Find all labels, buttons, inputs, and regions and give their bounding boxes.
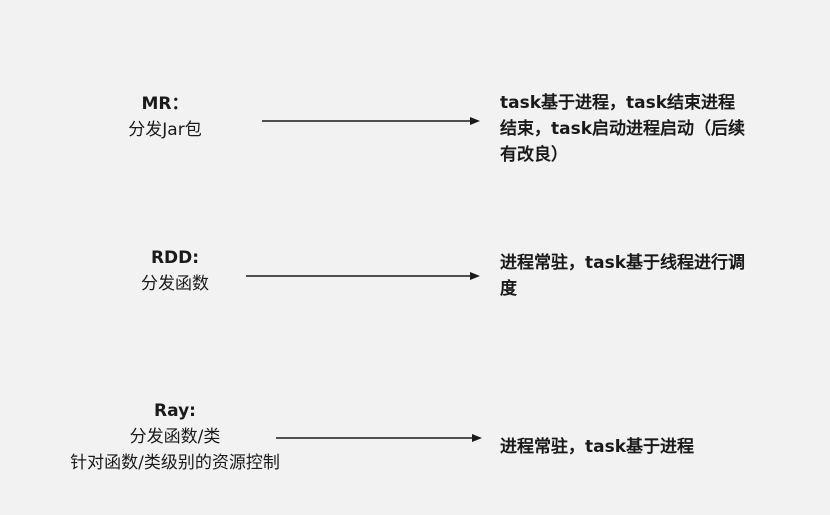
rdd-left-label: RDD: 分发函数 <box>120 245 230 297</box>
mr-left-line-1: 分发Jar包 <box>128 120 202 140</box>
mr-right-line-3: 有改良） <box>500 145 568 165</box>
ray-left-line-2: 针对函数/类级别的资源控制 <box>70 453 280 473</box>
arrow-right-icon <box>246 272 480 280</box>
rdd-right-line-1: 进程常驻，task基于线程进行调 <box>500 253 746 273</box>
ray-left-line-1: 分发函数/类 <box>129 427 221 447</box>
rdd-left-line-1: 分发函数 <box>141 274 209 294</box>
ray-right-text: 进程常驻，task基于进程 <box>500 434 820 460</box>
mr-arrow <box>262 115 480 127</box>
rdd-right-text: 进程常驻，task基于线程进行调 度 <box>500 250 820 302</box>
rdd-right-line-2: 度 <box>500 279 517 299</box>
mr-right-line-2: 结束，task启动进程启动（后续 <box>500 119 746 139</box>
rdd-arrow <box>246 270 480 282</box>
rdd-title: RDD: <box>150 248 200 268</box>
ray-left-label: Ray: 分发函数/类 针对函数/类级别的资源控制 <box>40 398 310 476</box>
arrow-right-icon <box>262 117 480 125</box>
mr-right-text: task基于进程，task结束进程 结束，task启动进程启动（后续 有改良） <box>500 90 820 168</box>
arrow-right-icon <box>276 434 482 442</box>
mr-left-label: MR： 分发Jar包 <box>110 91 220 143</box>
mr-right-line-1: task基于进程，task结束进程 <box>500 93 736 113</box>
ray-title: Ray: <box>154 401 196 421</box>
mr-title: MR： <box>141 94 189 114</box>
ray-arrow <box>276 432 482 444</box>
ray-right-line-1: 进程常驻，task基于进程 <box>500 437 695 457</box>
